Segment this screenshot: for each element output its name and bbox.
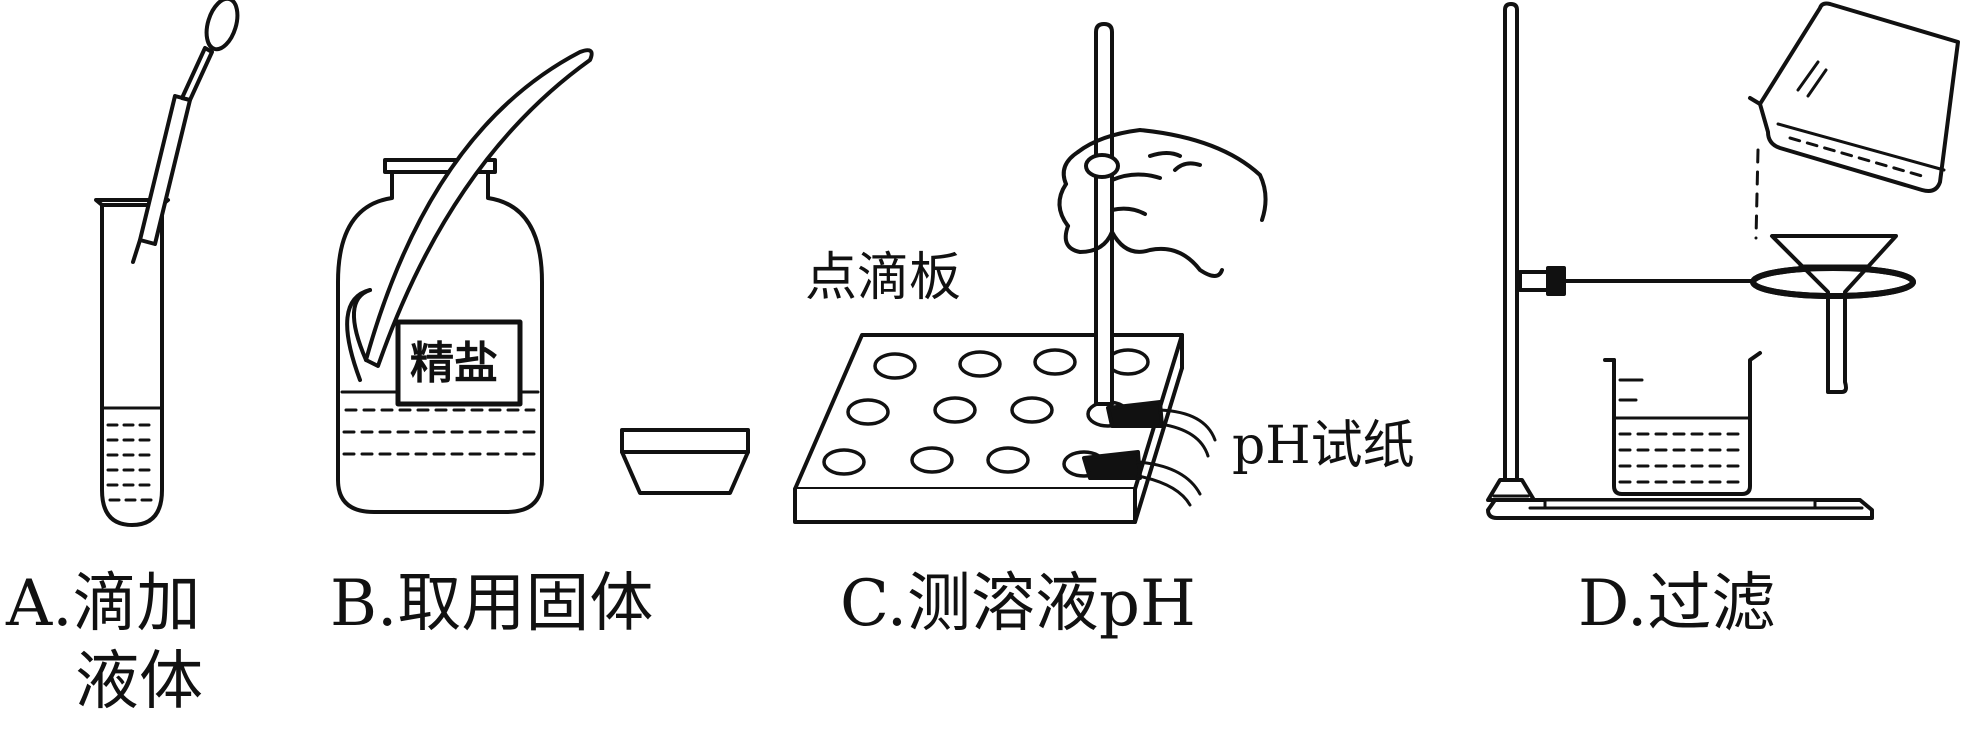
test-tube-liquid xyxy=(108,425,156,500)
ph-paper-strips xyxy=(1084,402,1215,505)
spatula xyxy=(347,50,591,380)
caption-a-line2: 液体 xyxy=(75,645,203,719)
filtrate xyxy=(1620,434,1745,482)
spot-plate-label: 点滴板 xyxy=(805,248,962,308)
dropper xyxy=(133,0,243,262)
ph-paper-label: pH试纸 xyxy=(1232,416,1415,476)
caption-b: B.取用固体 xyxy=(330,567,654,641)
panel-c-drawing xyxy=(795,24,1266,522)
salt-label-box xyxy=(398,322,520,404)
pouring-stream xyxy=(1756,150,1758,238)
salt-layer xyxy=(344,410,536,454)
caption-c: C.测溶液pH xyxy=(840,567,1196,641)
pouring-beaker xyxy=(1750,4,1958,192)
panel-b-drawing xyxy=(338,50,748,512)
caption-d: D.过滤 xyxy=(1578,567,1776,641)
bottle-label-text: 精盐 xyxy=(410,338,498,389)
test-tube xyxy=(96,200,168,525)
receiving-beaker xyxy=(1605,353,1760,494)
panel-d-drawing xyxy=(1488,4,1958,519)
panel-a-drawing xyxy=(96,0,243,525)
glass-rod xyxy=(1096,24,1112,404)
funnel xyxy=(1753,236,1913,392)
hand xyxy=(1059,130,1265,276)
caption-a-line1: A.滴加 xyxy=(6,567,201,641)
evaporating-dish xyxy=(622,430,748,493)
iron-stand xyxy=(1488,4,1872,518)
